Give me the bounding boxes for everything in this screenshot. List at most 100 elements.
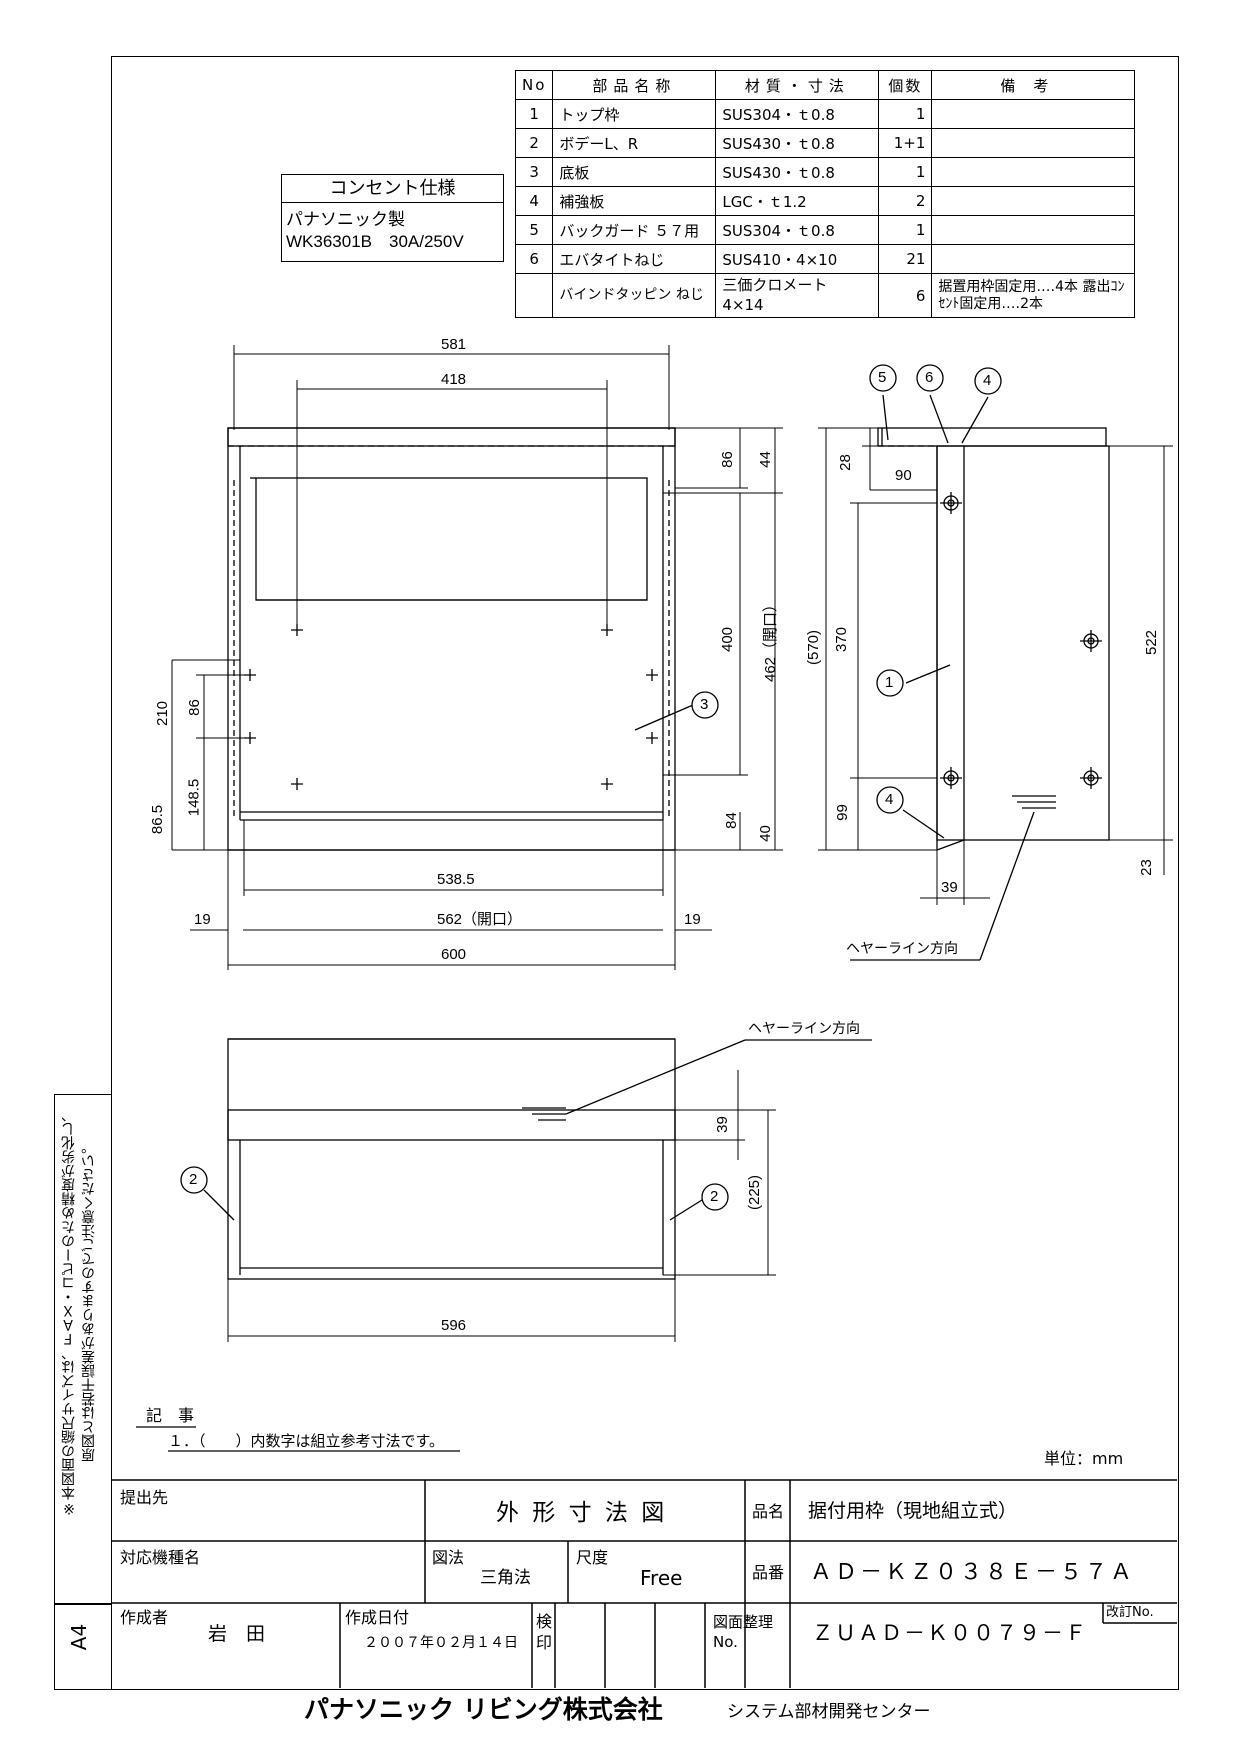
dim-28: 28: [836, 454, 854, 471]
balloon-5: [869, 364, 897, 392]
date-value: ２００７年０２月１４日: [364, 1635, 518, 1651]
dim-86-top: 86: [718, 451, 736, 468]
hairline-direction-side: ヘヤーライン方向: [846, 941, 958, 957]
cell-note: [931, 99, 1136, 129]
model-label: 対応機種名: [120, 1548, 201, 1567]
side-view-body: [936, 445, 1110, 841]
balloon-3: [691, 691, 719, 719]
notes-heading: 記 事: [146, 1406, 195, 1425]
dim-90: 90: [895, 467, 912, 484]
cell-material: 三価クロメート 4×14: [715, 273, 880, 318]
dim-19-right: 19: [684, 911, 701, 928]
product-name: 据付用枠（現地組立式）: [808, 1500, 1018, 1522]
dim-39-side: 39: [941, 879, 958, 896]
col-no: No: [514, 70, 554, 100]
drawing-no-label: 図面整理No.: [713, 1613, 774, 1652]
top-dimension-lines: [227, 1070, 776, 1342]
dim-23: 23: [1137, 859, 1155, 876]
cell-name: エバタイトねじ: [552, 244, 717, 274]
scale-value: Free: [640, 1566, 683, 1590]
projection-label: 図法: [432, 1548, 465, 1567]
author-label: 作成者: [120, 1608, 169, 1627]
side-note-strip: [54, 1094, 112, 1690]
dim-581: 581: [441, 336, 467, 353]
dim-225: (225): [746, 1174, 764, 1211]
balloon-3-label: 3: [700, 696, 709, 713]
dim-570: (570): [805, 629, 823, 666]
part-no: ＡＤ－ＫＺ０３８Ｅ－５７Ａ: [810, 1560, 1136, 1585]
balloon-6: [916, 364, 944, 392]
balloon-4-top: [974, 367, 1002, 395]
notes-item: １．（ ）内数字は組立参考寸法です。: [168, 1432, 445, 1450]
revision-label: 改訂No.: [1106, 1605, 1154, 1620]
cell-material: SUS430・ｔ0.8: [715, 157, 880, 187]
parts-table-header: No 部品名称 材質・寸法 個数 備考: [514, 70, 1136, 100]
front-hole-markers: [244, 624, 658, 790]
company-name: パナソニック リビング株式会社: [304, 1695, 663, 1724]
title-block-grid: [111, 1479, 1177, 1688]
dim-84: 84: [722, 812, 740, 829]
dim-418: 418: [441, 371, 467, 388]
product-name-label: 品名: [752, 1502, 785, 1521]
drawing-frame: [111, 56, 1179, 1690]
side-top-frame: [877, 427, 1107, 447]
drawing-title: 外 形 寸 法 図: [496, 1500, 668, 1526]
dim-86-5: 86.5: [149, 804, 167, 835]
balloon-4-label: 4: [983, 372, 992, 389]
col-name: 部品名称: [552, 70, 717, 100]
cell-name: 補強板: [552, 186, 717, 216]
dim-99: 99: [833, 804, 851, 821]
dim-148-5: 148.5: [185, 778, 203, 817]
cell-qty: 21: [878, 244, 933, 274]
part-no-label: 品番: [752, 1563, 785, 1582]
balloon-4-bottom: [876, 786, 904, 814]
dim-86-left: 86: [185, 699, 203, 716]
col-material: 材質・寸法: [715, 70, 880, 100]
balloon-1: [876, 669, 904, 697]
top-view-frame: [227, 1109, 676, 1141]
cell-note: 据置用枠固定用‥‥4本 露出ｺﾝｾﾝﾄ固定用‥‥2本: [931, 273, 1136, 318]
outlet-spec-title: コンセント仕様: [282, 175, 503, 203]
balloon-2-label: 2: [189, 1171, 198, 1188]
dim-400: 400: [719, 626, 737, 653]
cell-material: SUS410・4×10: [715, 244, 880, 274]
dim-40: 40: [756, 825, 774, 842]
dim-538-5: 538.5: [437, 871, 475, 888]
col-note: 備考: [931, 70, 1136, 100]
cell-note: [931, 157, 1136, 187]
check-stamp-label: 検印: [536, 1612, 553, 1652]
dim-370: 370: [833, 626, 851, 653]
front-opening: [255, 477, 648, 601]
table-row: 4 補強板 LGC・ｔ1.2 2: [514, 186, 1136, 216]
dim-596: 596: [441, 1317, 467, 1334]
outlet-spec-maker: パナソニック製: [286, 210, 405, 230]
cell-no: [514, 273, 554, 318]
front-top-frame: [227, 427, 676, 447]
front-dimension-lines: [171, 345, 783, 970]
balloon-4b-label: 4: [885, 791, 894, 808]
projection-value: 三角法: [480, 1568, 531, 1588]
top-view-outline: [227, 1038, 676, 1280]
cell-qty: 2: [878, 186, 933, 216]
cell-qty: 1+1: [878, 128, 933, 158]
dim-562: 562（開口）: [437, 911, 523, 928]
balloon-5-label: 5: [878, 369, 887, 386]
author: 岩 田: [208, 1623, 266, 1645]
cell-name: バインドタッピン ねじ: [552, 273, 717, 318]
unit-label: 単位：mm: [1044, 1449, 1124, 1468]
table-row: 1 トップ枠 SUS304・ｔ0.8 1: [514, 99, 1136, 129]
table-row: バインドタッピン ねじ 三価クロメート 4×14 6 据置用枠固定用‥‥4本 露…: [514, 273, 1136, 318]
table-row: 6 エバタイトねじ SUS410・4×10 21: [514, 244, 1136, 274]
cell-note: [931, 215, 1136, 245]
paper-size-divider: [54, 1603, 111, 1605]
dim-600: 600: [441, 946, 467, 963]
dim-522: 522: [1143, 629, 1161, 656]
outlet-spec-model: WK36301B 30A/250V: [286, 232, 464, 251]
cell-material: SUS304・ｔ0.8: [715, 215, 880, 245]
cell-name: 底板: [552, 157, 717, 187]
cell-qty: 1: [878, 99, 933, 129]
outlet-spec-box: コンセント仕様 パナソニック製 WK36301B 30A/250V: [281, 174, 504, 262]
part-balloons: [180, 364, 1002, 1211]
cell-no: 3: [514, 157, 554, 187]
table-row: 3 底板 SUS430・ｔ0.8 1: [514, 157, 1136, 187]
